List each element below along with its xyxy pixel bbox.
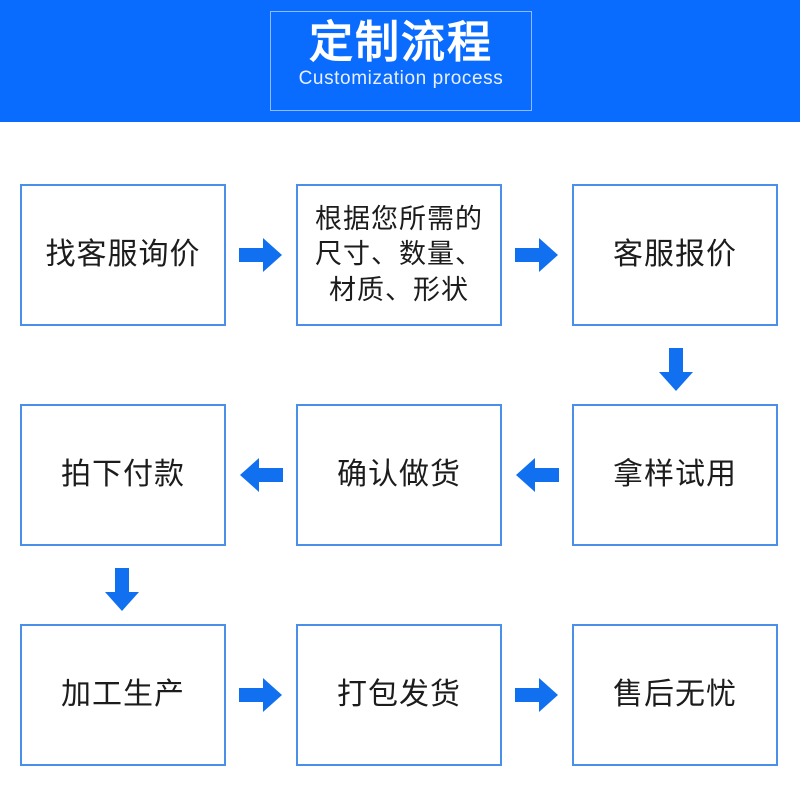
step-box-requirements[interactable]: 根据您所需的 尺寸、数量、 材质、形状 [296, 184, 502, 326]
arrow-left-icon [515, 457, 559, 493]
arrow-right-icon [239, 237, 283, 273]
step-box-sample-trial[interactable]: 拿样试用 [572, 404, 778, 546]
step-label: 根据您所需的 尺寸、数量、 材质、形状 [315, 204, 483, 305]
step-label: 加工生产 [61, 678, 185, 712]
header-frame: 定制流程 Customization process [270, 11, 532, 111]
page-title: 定制流程 [309, 18, 493, 67]
arrow-left-icon [239, 457, 283, 493]
step-label: 打包发货 [337, 678, 461, 712]
step-box-confirm-order[interactable]: 确认做货 [296, 404, 502, 546]
step-box-find-support[interactable]: 找客服询价 [20, 184, 226, 326]
step-label: 售后无忧 [613, 678, 737, 712]
flow-diagram: 找客服询价 根据您所需的 尺寸、数量、 材质、形状 客服报价 拍下付款 [0, 122, 800, 800]
arrow-down-icon [104, 568, 140, 612]
step-box-payment[interactable]: 拍下付款 [20, 404, 226, 546]
step-label: 找客服询价 [45, 238, 201, 272]
step-label: 客服报价 [613, 238, 737, 272]
arrow-right-icon [515, 237, 559, 273]
step-box-quotation[interactable]: 客服报价 [572, 184, 778, 326]
step-box-production[interactable]: 加工生产 [20, 624, 226, 766]
arrow-right-icon [239, 677, 283, 713]
arrow-down-icon [658, 348, 694, 392]
step-label: 确认做货 [337, 458, 461, 492]
step-box-packing-shipping[interactable]: 打包发货 [296, 624, 502, 766]
step-label: 拿样试用 [613, 458, 737, 492]
step-label: 拍下付款 [61, 458, 185, 492]
page-subtitle: Customization process [298, 68, 504, 90]
arrow-right-icon [515, 677, 559, 713]
step-box-after-sales[interactable]: 售后无忧 [572, 624, 778, 766]
header-banner: 定制流程 Customization process [0, 0, 800, 122]
